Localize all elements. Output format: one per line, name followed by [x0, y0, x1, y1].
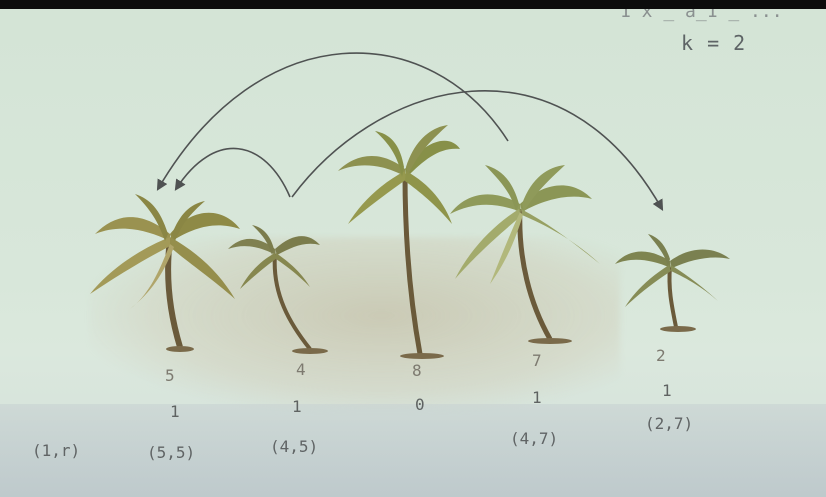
- tree1-height: 5: [165, 366, 175, 385]
- slide-background: 1 x _ a_1 _ ... k = 2 5 4 8 7 2 1 1 0 1 …: [0, 9, 826, 497]
- tree5-range: (2,7): [645, 414, 694, 433]
- tree5-height: 2: [656, 346, 666, 365]
- sea-area: [0, 404, 826, 497]
- tree4-range: (4,7): [510, 429, 559, 448]
- tree2-range: (4,5): [270, 437, 319, 456]
- palm-tree-1: [90, 194, 240, 352]
- tree4-height: 7: [532, 351, 542, 370]
- tree1-range: (5,5): [147, 443, 196, 462]
- tree4-count: 1: [532, 388, 542, 407]
- tree2-height: 4: [296, 360, 306, 379]
- tree3-count: 0: [415, 395, 425, 414]
- k-label: k = 2: [681, 31, 747, 55]
- arrow-tree2-to-tree1: [174, 147, 291, 198]
- palm-scene: [90, 52, 730, 359]
- palm-tree-3: [338, 125, 460, 359]
- top-partial-formula: 1 x _ a_1 _ ...: [620, 9, 783, 22]
- palm-tree-2: [228, 225, 328, 354]
- palm-tree-4: [450, 165, 600, 344]
- tree3-height: 8: [412, 361, 422, 380]
- left-range-label: (1,r): [32, 441, 81, 460]
- island-silhouette: [90, 237, 620, 412]
- palm-tree-5: [615, 234, 730, 332]
- tree5-count: 1: [662, 381, 672, 400]
- tree2-count: 1: [292, 397, 302, 416]
- arrow-tree2-to-tree5: [291, 90, 664, 211]
- arrow-tree4-to-tree1: [156, 52, 509, 191]
- tree1-count: 1: [170, 402, 180, 421]
